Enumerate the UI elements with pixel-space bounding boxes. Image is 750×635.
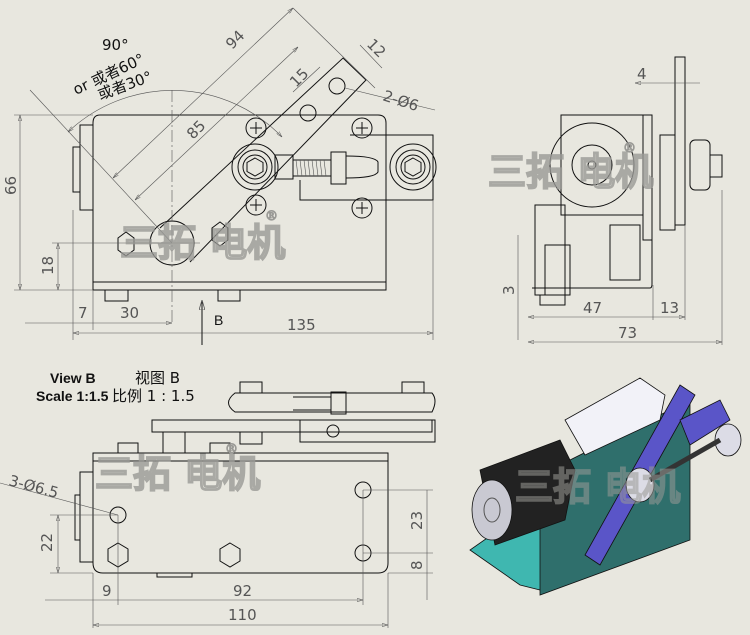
base-plate-bottom — [92, 452, 389, 574]
dim-3: 3 — [500, 285, 518, 295]
screw-icon — [351, 117, 373, 139]
base-plate — [92, 114, 387, 291]
side-view: 4 3 47 13 73 三拓 电机 ® — [487, 56, 723, 345]
dim-73: 73 — [618, 324, 637, 342]
rod-end-bearing — [389, 143, 437, 191]
svg-text:®: ® — [623, 141, 636, 156]
dim-holes-6-5: 3-Ø6.5 — [7, 471, 61, 501]
view-b-title-cn: 视图 B — [135, 369, 180, 387]
view-b-title: View B — [50, 370, 96, 386]
svg-text:®: ® — [225, 442, 238, 457]
dim-110: 110 — [228, 606, 257, 624]
dim-94: 94 — [222, 27, 248, 53]
dim-30: 30 — [120, 304, 139, 322]
dim-85: 85 — [183, 117, 209, 143]
foot-bolt — [104, 289, 129, 302]
view-b: View B 视图 B Scale 1:1.5 比例 1 : 1.5 3-Ø6.… — [0, 369, 436, 628]
dim-13: 13 — [660, 299, 679, 317]
watermark: 三拓 电机 — [120, 221, 285, 265]
bearing — [689, 139, 711, 191]
dim-holes-6: 2-Ø6 — [381, 87, 421, 115]
view-b-scale-cn: 比例 1 : 1.5 — [112, 387, 195, 405]
motor-end-cap — [79, 124, 94, 211]
dim-4: 4 — [637, 65, 647, 83]
dim-8: 8 — [408, 560, 426, 570]
dim-15: 15 — [286, 65, 312, 91]
angle-label-90: 90° — [102, 36, 129, 54]
dim-7: 7 — [78, 304, 88, 322]
dim-12: 12 — [363, 35, 389, 61]
foot-bolt — [217, 289, 241, 302]
front-view: 90° or 或者60° 或者30° 94 85 15 12 2-Ø6 66 1… — [2, 8, 437, 345]
dim-47: 47 — [583, 299, 602, 317]
isometric-view: 三拓 电机 — [469, 377, 742, 596]
screw-icon — [245, 194, 267, 216]
svg-text:®: ® — [265, 209, 278, 224]
motor-face — [549, 122, 635, 208]
rod-end-bearing — [231, 143, 279, 191]
svg-text:三拓 电机: 三拓 电机 — [95, 452, 260, 496]
dim-92: 92 — [233, 582, 252, 600]
dim-18: 18 — [39, 256, 57, 275]
svg-text:三拓 电机: 三拓 电机 — [488, 150, 653, 194]
screw-icon — [245, 117, 267, 139]
gearbox-iso — [564, 377, 666, 456]
lock-nut — [330, 151, 347, 185]
dim-22: 22 — [38, 533, 56, 552]
screw-icon — [351, 197, 373, 219]
svg-text:三拓 电机: 三拓 电机 — [515, 465, 680, 509]
dim-9: 9 — [102, 582, 112, 600]
view-b-scale: Scale 1:1.5 — [36, 388, 109, 404]
dim-66: 66 — [2, 176, 20, 195]
dim-23: 23 — [408, 511, 426, 530]
lever-arm-edge — [674, 56, 686, 226]
view-b-arrow-label: B — [214, 312, 223, 328]
dim-135: 135 — [287, 316, 316, 334]
